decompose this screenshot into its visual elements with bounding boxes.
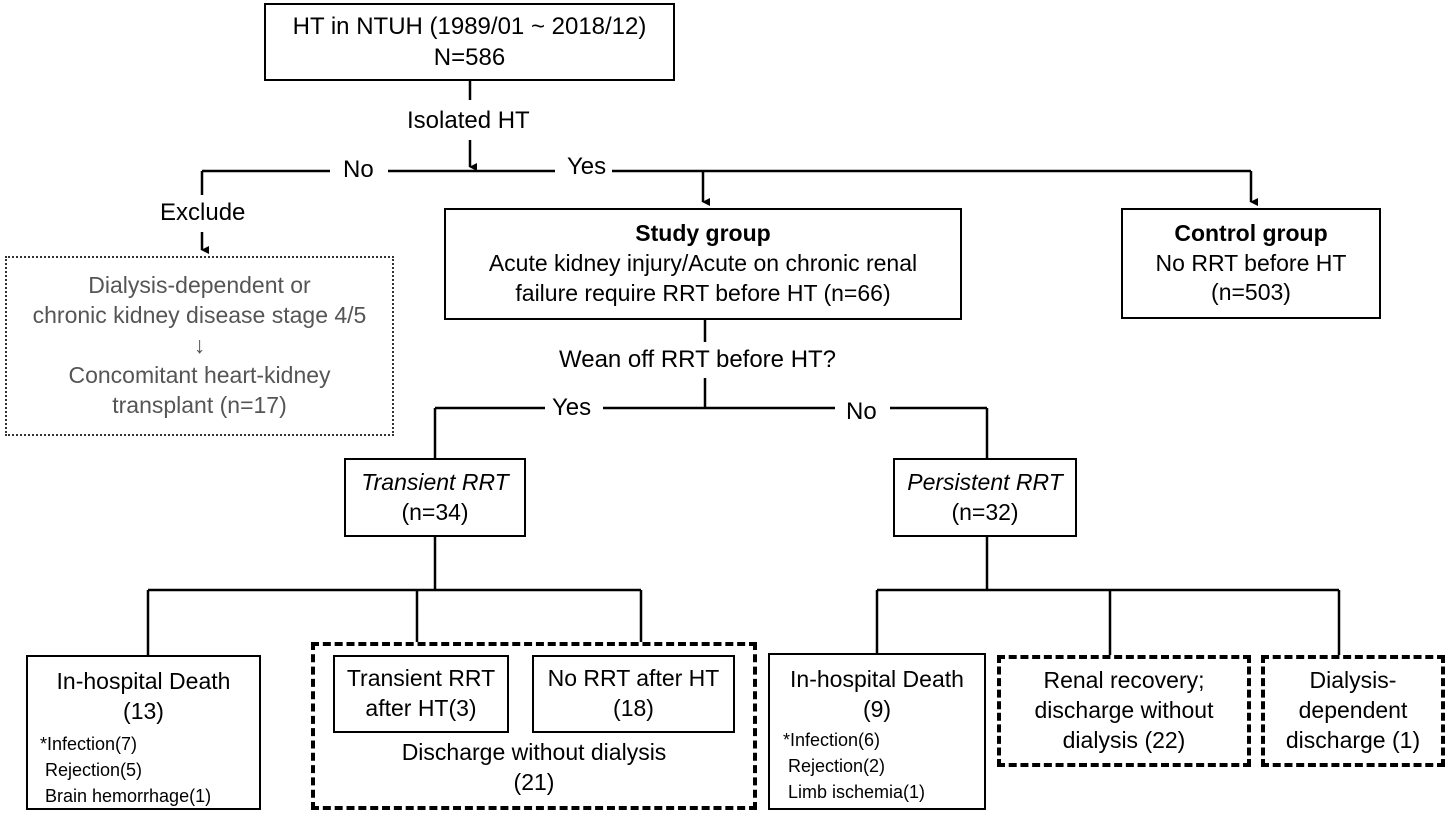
transient-after-line1: Transient RRT bbox=[346, 665, 496, 692]
death2-count: (9) bbox=[862, 695, 892, 722]
renal-line2: discharge without bbox=[1034, 697, 1214, 724]
death2-title: In-hospital Death bbox=[790, 666, 964, 692]
renal-recovery-box: Renal recovery; discharge without dialys… bbox=[997, 655, 1251, 767]
study-group-line1: Acute kidney injury/Acute on chronic ren… bbox=[488, 250, 918, 277]
control-group-box: Control group No RRT before HT (n=503) bbox=[1121, 208, 1381, 319]
cause-rejection: Rejection(5) bbox=[40, 760, 143, 780]
dialysis-dependent-box: Dialysis- dependent discharge (1) bbox=[1261, 655, 1445, 767]
transient-rrt-box: Transient RRT (n=34) bbox=[344, 458, 526, 537]
label-yes-transient: Yes bbox=[546, 396, 598, 420]
study-group-line2: failure require RRT before HT (n=66) bbox=[515, 279, 891, 306]
transient-rrt-count: (n=34) bbox=[401, 498, 469, 525]
down-arrow-icon: ↓ bbox=[193, 332, 206, 359]
exclude-box: Dialysis-dependent or chronic kidney dis… bbox=[5, 256, 394, 436]
discharge1-line1: Discharge without dialysis bbox=[401, 739, 667, 766]
control-group-count: (n=503) bbox=[1211, 279, 1291, 306]
exclude-line3: Concomitant heart-kidney bbox=[68, 361, 331, 388]
label-isolated-ht: Isolated HT bbox=[401, 109, 536, 133]
no-rrt-after-ht-box: No RRT after HT (18) bbox=[532, 655, 735, 733]
label-no-persistent: No bbox=[840, 400, 883, 424]
death1-title: In-hospital Death bbox=[56, 668, 231, 694]
exclude-line2: chronic kidney disease stage 4/5 bbox=[32, 302, 367, 329]
discharge1-count: (21) bbox=[513, 769, 555, 796]
no-rrt-after-count: (18) bbox=[613, 695, 654, 721]
persistent-rrt-box: Persistent RRT (n=32) bbox=[893, 458, 1077, 537]
no-rrt-after-line1: No RRT after HT bbox=[547, 665, 720, 692]
cause-infection: *Infection(7) bbox=[40, 734, 138, 754]
death-box-persistent: In-hospital Death (9) bbox=[768, 653, 986, 810]
renal-line1: Renal recovery; bbox=[1043, 667, 1205, 694]
renal-line3: dialysis (22) bbox=[1062, 726, 1186, 753]
top-count: N=586 bbox=[433, 44, 506, 71]
death1-count: (13) bbox=[123, 697, 164, 724]
transient-after-line2: after HT(3) bbox=[365, 695, 477, 721]
cause-limb-ischemia: Limb ischemia(1) bbox=[783, 782, 926, 802]
label-yes: Yes bbox=[561, 155, 613, 179]
dialysis-dep-line3: discharge (1) bbox=[1285, 726, 1421, 753]
top-box: HT in NTUH (1989/01 ~ 2018/12) N=586 bbox=[264, 3, 675, 81]
label-exclude: Exclude bbox=[154, 201, 252, 225]
cause-brain-hemorrhage: Brain hemorrhage(1) bbox=[40, 786, 212, 806]
death1-causes: *Infection(7) Rejection(5) Brain hemorrh… bbox=[40, 731, 211, 809]
dialysis-dep-line1: Dialysis- bbox=[1309, 667, 1397, 694]
control-group-line1: No RRT before HT bbox=[1155, 249, 1347, 276]
study-group-box: Study group Acute kidney injury/Acute on… bbox=[444, 208, 962, 320]
death2-causes: *Infection(6) Rejection(2) Limb ischemia… bbox=[783, 727, 925, 805]
label-wean-off: Wean off RRT before HT? bbox=[553, 348, 843, 372]
top-title: HT in NTUH (1989/01 ~ 2018/12) bbox=[292, 12, 647, 40]
persistent-rrt-count: (n=32) bbox=[951, 498, 1019, 525]
dialysis-dep-line2: dependent bbox=[1298, 697, 1408, 724]
cause-rejection: Rejection(2) bbox=[783, 756, 886, 776]
study-group-title: Study group bbox=[635, 220, 771, 247]
persistent-rrt-title: Persistent RRT bbox=[907, 468, 1063, 495]
label-no: No bbox=[337, 158, 380, 182]
exclude-line1: Dialysis-dependent or bbox=[88, 272, 311, 299]
death-box-transient: In-hospital Death (13) bbox=[26, 655, 261, 810]
exclude-line4: transplant (n=17) bbox=[112, 391, 287, 418]
transient-rrt-after-ht-box: Transient RRT after HT(3) bbox=[333, 655, 509, 733]
transient-rrt-title: Transient RRT bbox=[361, 468, 509, 495]
cause-infection: *Infection(6) bbox=[783, 730, 881, 750]
control-group-title: Control group bbox=[1174, 219, 1328, 246]
